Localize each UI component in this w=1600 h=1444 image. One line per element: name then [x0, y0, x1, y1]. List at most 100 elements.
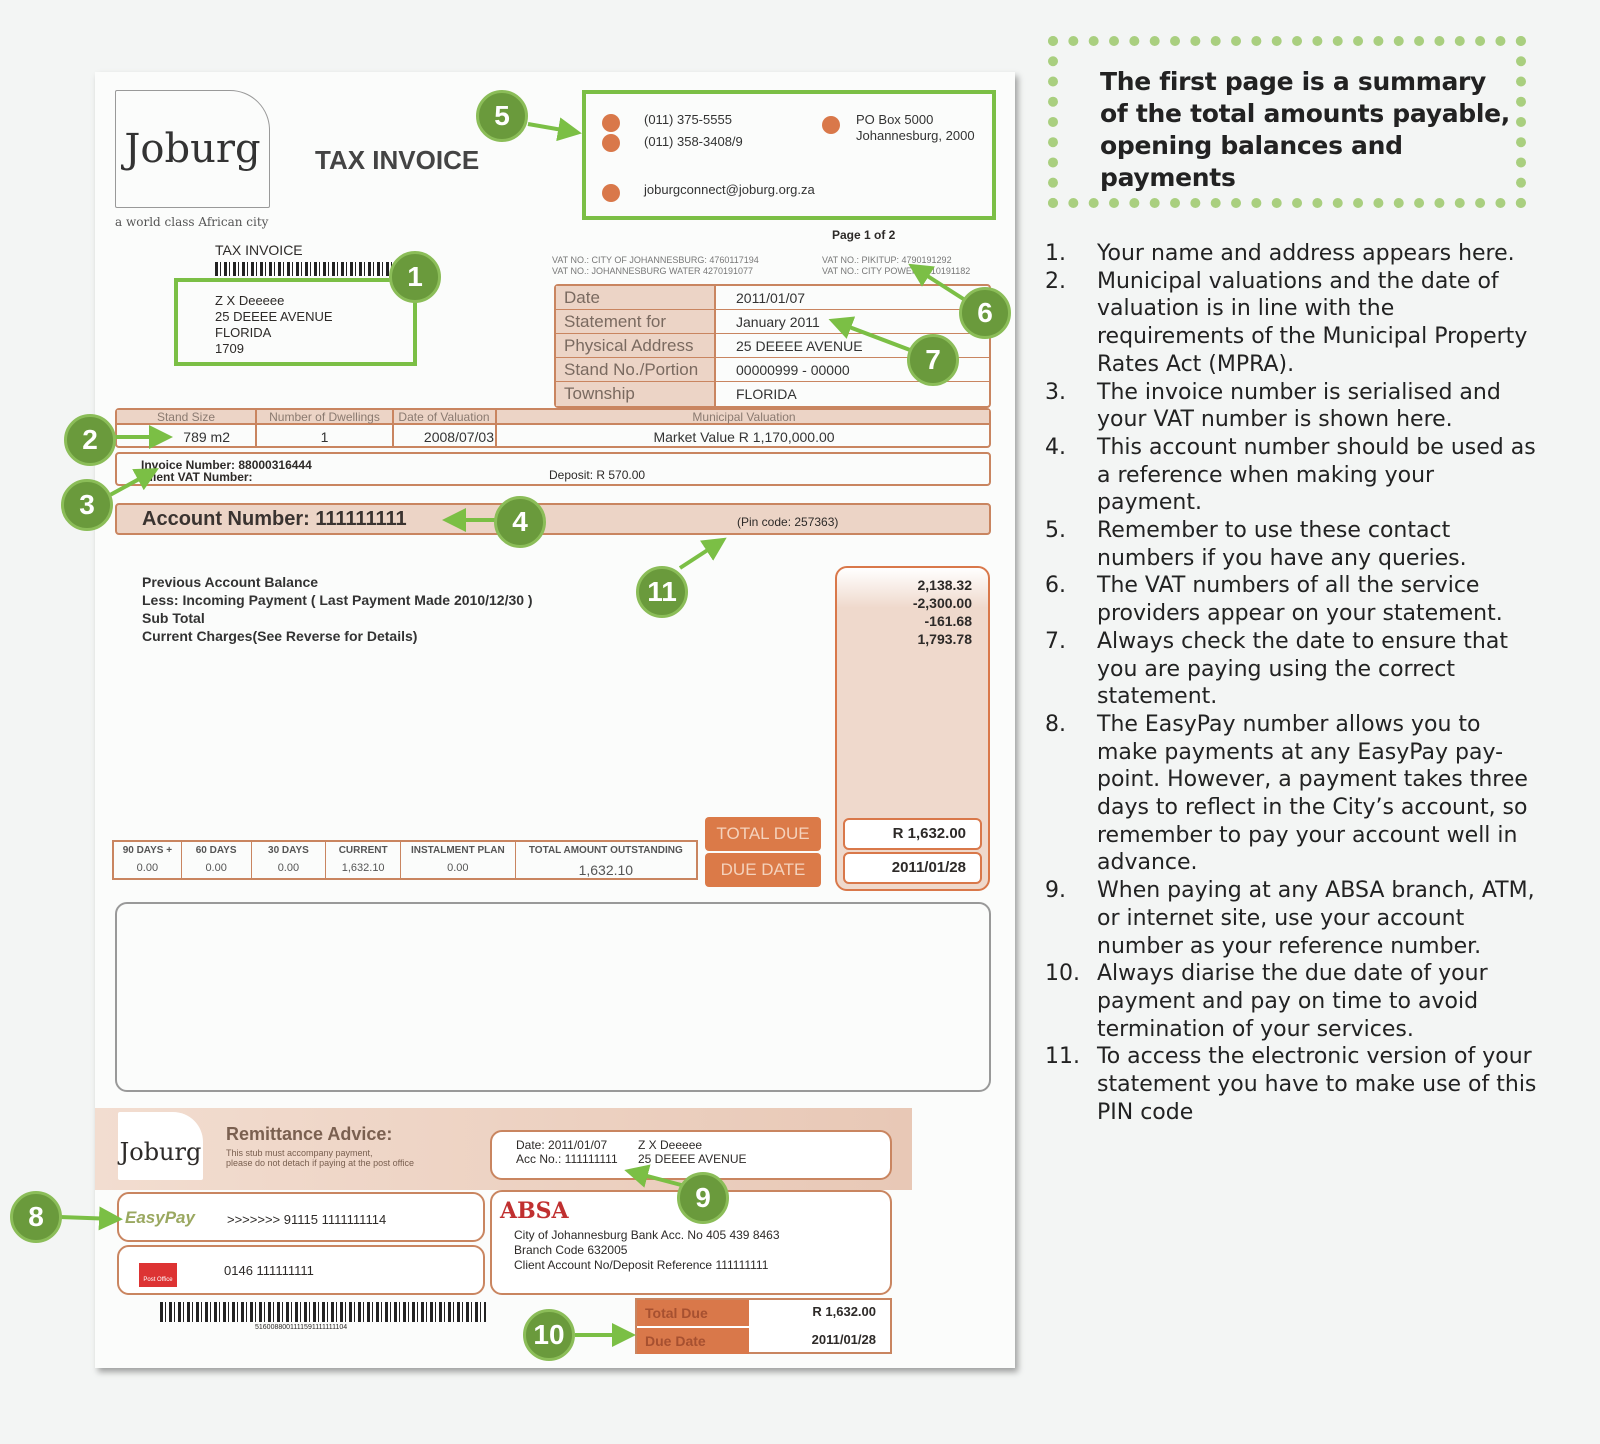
remit-totals: Total Due Due Date R 1,632.00 2011/01/28: [635, 1298, 892, 1354]
customer-address: Z X Deeeee 25 DEEEE AVENUE FLORIDA 1709: [215, 293, 333, 357]
phone-icon: [602, 114, 620, 132]
remit-acc: Acc No.: 111111111: [516, 1152, 618, 1166]
easypay-logo: EasyPay: [125, 1208, 195, 1227]
callout-10: 10: [523, 1309, 575, 1361]
absa-line: Client Account No/Deposit Reference 1111…: [514, 1258, 769, 1272]
notes-box: [115, 902, 991, 1092]
summary-value: -2,300.00: [912, 595, 972, 611]
email: joburgconnect@joburg.org.za: [644, 182, 815, 197]
absa-details: City of Johannesburg Bank Acc. No 405 43…: [514, 1228, 780, 1273]
list-item: 3.The invoice number is serialised and y…: [1045, 379, 1501, 433]
valuation-header: Stand Size: [156, 410, 216, 424]
detail-label: Stand No./Portion: [556, 358, 716, 381]
summary-label: Sub Total: [142, 610, 205, 626]
vat-numbers-right: VAT NO.: PIKITUP: 4790191292 VAT NO.: CI…: [822, 255, 970, 277]
remit-total-label: Total Due: [637, 1300, 749, 1326]
invoice-number: Invoice Number: 88000316444: [141, 458, 312, 472]
statement-details: Date 2011/01/07 Statement for January 2011…: [554, 284, 991, 408]
detail-value: 00000999 - 00000: [736, 362, 850, 378]
summary-value: 2,138.32: [917, 577, 973, 593]
invoice-title: TAX INVOICE: [315, 145, 480, 175]
barcode-number: 5160088001111591111111104: [255, 1324, 348, 1331]
list-item: 9.When paying at any ABSA branch, ATM, o…: [1045, 878, 1535, 959]
intro-line: of the total amounts payable,: [1100, 99, 1510, 128]
vat-number: VAT NO.: CITY POWER 4710191182: [822, 266, 971, 276]
valuation-header: Municipal Valuation: [692, 410, 796, 424]
absa-line: City of Johannesburg Bank Acc. No 405 43…: [514, 1228, 780, 1242]
address-line: 25 DEEEE AVENUE: [215, 309, 333, 324]
easypay-number: >>>>>>> 91115 1111111114: [227, 1212, 387, 1227]
list-item: 8.The EasyPay number allows you to make …: [1045, 711, 1528, 876]
remittance-note: This stub must accompany payment,please …: [226, 1148, 414, 1168]
valuation-header: Date of Valuation: [398, 410, 490, 424]
post-office-number: 0146 111111111: [224, 1263, 314, 1278]
page-number: Page 1 of 2: [832, 228, 896, 242]
vat-numbers-left: VAT NO.: CITY OF JOHANNESBURG: 476011719…: [552, 255, 759, 277]
intro-line: payments: [1100, 163, 1236, 192]
summary-label: Previous Account Balance: [142, 574, 319, 590]
remit-date: Date: 2011/01/07: [516, 1138, 608, 1152]
remit-name: Z X Deeeee: [638, 1138, 703, 1152]
pin-code: (Pin code: 257363): [737, 515, 839, 529]
callout-3: 3: [61, 479, 113, 531]
stand-size: 789 m2: [183, 429, 230, 445]
detail-value: 2011/01/07: [736, 290, 806, 306]
intro-line: opening balances and: [1100, 131, 1403, 160]
arrow-5: [527, 117, 582, 142]
list-item: 4.This account number should be used as …: [1045, 434, 1536, 516]
intro-line: The first page is a summary: [1100, 67, 1487, 96]
callout-6: 6: [959, 287, 1011, 339]
due-date-value: 2011/01/28: [843, 852, 982, 884]
remit-total-value: R 1,632.00: [812, 1304, 876, 1319]
fax-icon: [602, 134, 620, 152]
phone-1: (011) 375-5555: [644, 112, 732, 127]
list-item: 6.The VAT numbers of all the service pro…: [1045, 573, 1503, 627]
due-date-label: DUE DATE: [705, 853, 821, 887]
summary-label: Less: Incoming Payment ( Last Payment Ma…: [142, 592, 533, 608]
tax-invoice-label: TAX INVOICE: [215, 242, 303, 258]
detail-label: Statement for: [556, 310, 716, 333]
payment-barcode: [160, 1302, 486, 1322]
summary-intro: The first page is a summary of the total…: [1100, 66, 1510, 194]
total-due-label: TOTAL DUE: [705, 817, 821, 851]
valuation-header: Number of Dwellings: [269, 410, 380, 424]
joburg-logo: Joburg: [115, 90, 270, 208]
arrow-3: [109, 468, 160, 497]
detail-label: Physical Address: [556, 334, 716, 357]
remit-logo: Joburg: [118, 1112, 203, 1180]
account-number: Account Number: 111111111: [142, 508, 407, 530]
account-summary: Previous Account Balance Less: Incoming …: [142, 573, 533, 645]
arrow-9: [624, 1164, 686, 1188]
remit-due-value: 2011/01/28: [811, 1332, 876, 1347]
remit-due-label: Due Date: [637, 1328, 749, 1354]
address-line: FLORIDA: [215, 325, 272, 340]
summary-value: 1,793.78: [917, 631, 973, 647]
summary-value: -161.68: [924, 613, 972, 629]
account-number-bar: Account Number: 111111111 (Pin code: 257…: [115, 503, 991, 535]
vat-number: VAT NO.: CITY OF JOHANNESBURG: 476011719…: [552, 255, 759, 265]
arrow-11: [678, 537, 727, 570]
mail-icon: [822, 116, 840, 134]
arrow-8: [59, 1206, 123, 1231]
detail-label: Township: [556, 382, 716, 406]
market-value: Market Value R 1,170,000.00: [653, 429, 835, 445]
contact-box: (011) 375-5555 (011) 358-3408/9 PO Box 5…: [582, 90, 996, 220]
vat-number: VAT NO.: JOHANNESBURG WATER 4270191077: [552, 266, 754, 276]
list-item: 2.Municipal valuations and the date of v…: [1045, 268, 1528, 377]
explanation-list: 1.Your name and address appears here. 2.…: [1045, 240, 1545, 1127]
remittance-title: Remittance Advice:: [226, 1124, 393, 1144]
dwellings: 1: [320, 429, 329, 445]
detail-label: Date: [556, 286, 716, 309]
callout-4: 4: [494, 496, 546, 548]
callout-8: 8: [10, 1191, 62, 1243]
post-office-box: Post Office 0146 111111111: [117, 1245, 485, 1295]
valuation-date: 2008/07/03: [423, 429, 494, 445]
callout-1: 1: [389, 251, 441, 303]
list-item: 1.Your name and address appears here.: [1045, 241, 1515, 266]
detail-value: January 2011: [736, 314, 820, 330]
address-line: Z X Deeeee: [215, 293, 285, 308]
